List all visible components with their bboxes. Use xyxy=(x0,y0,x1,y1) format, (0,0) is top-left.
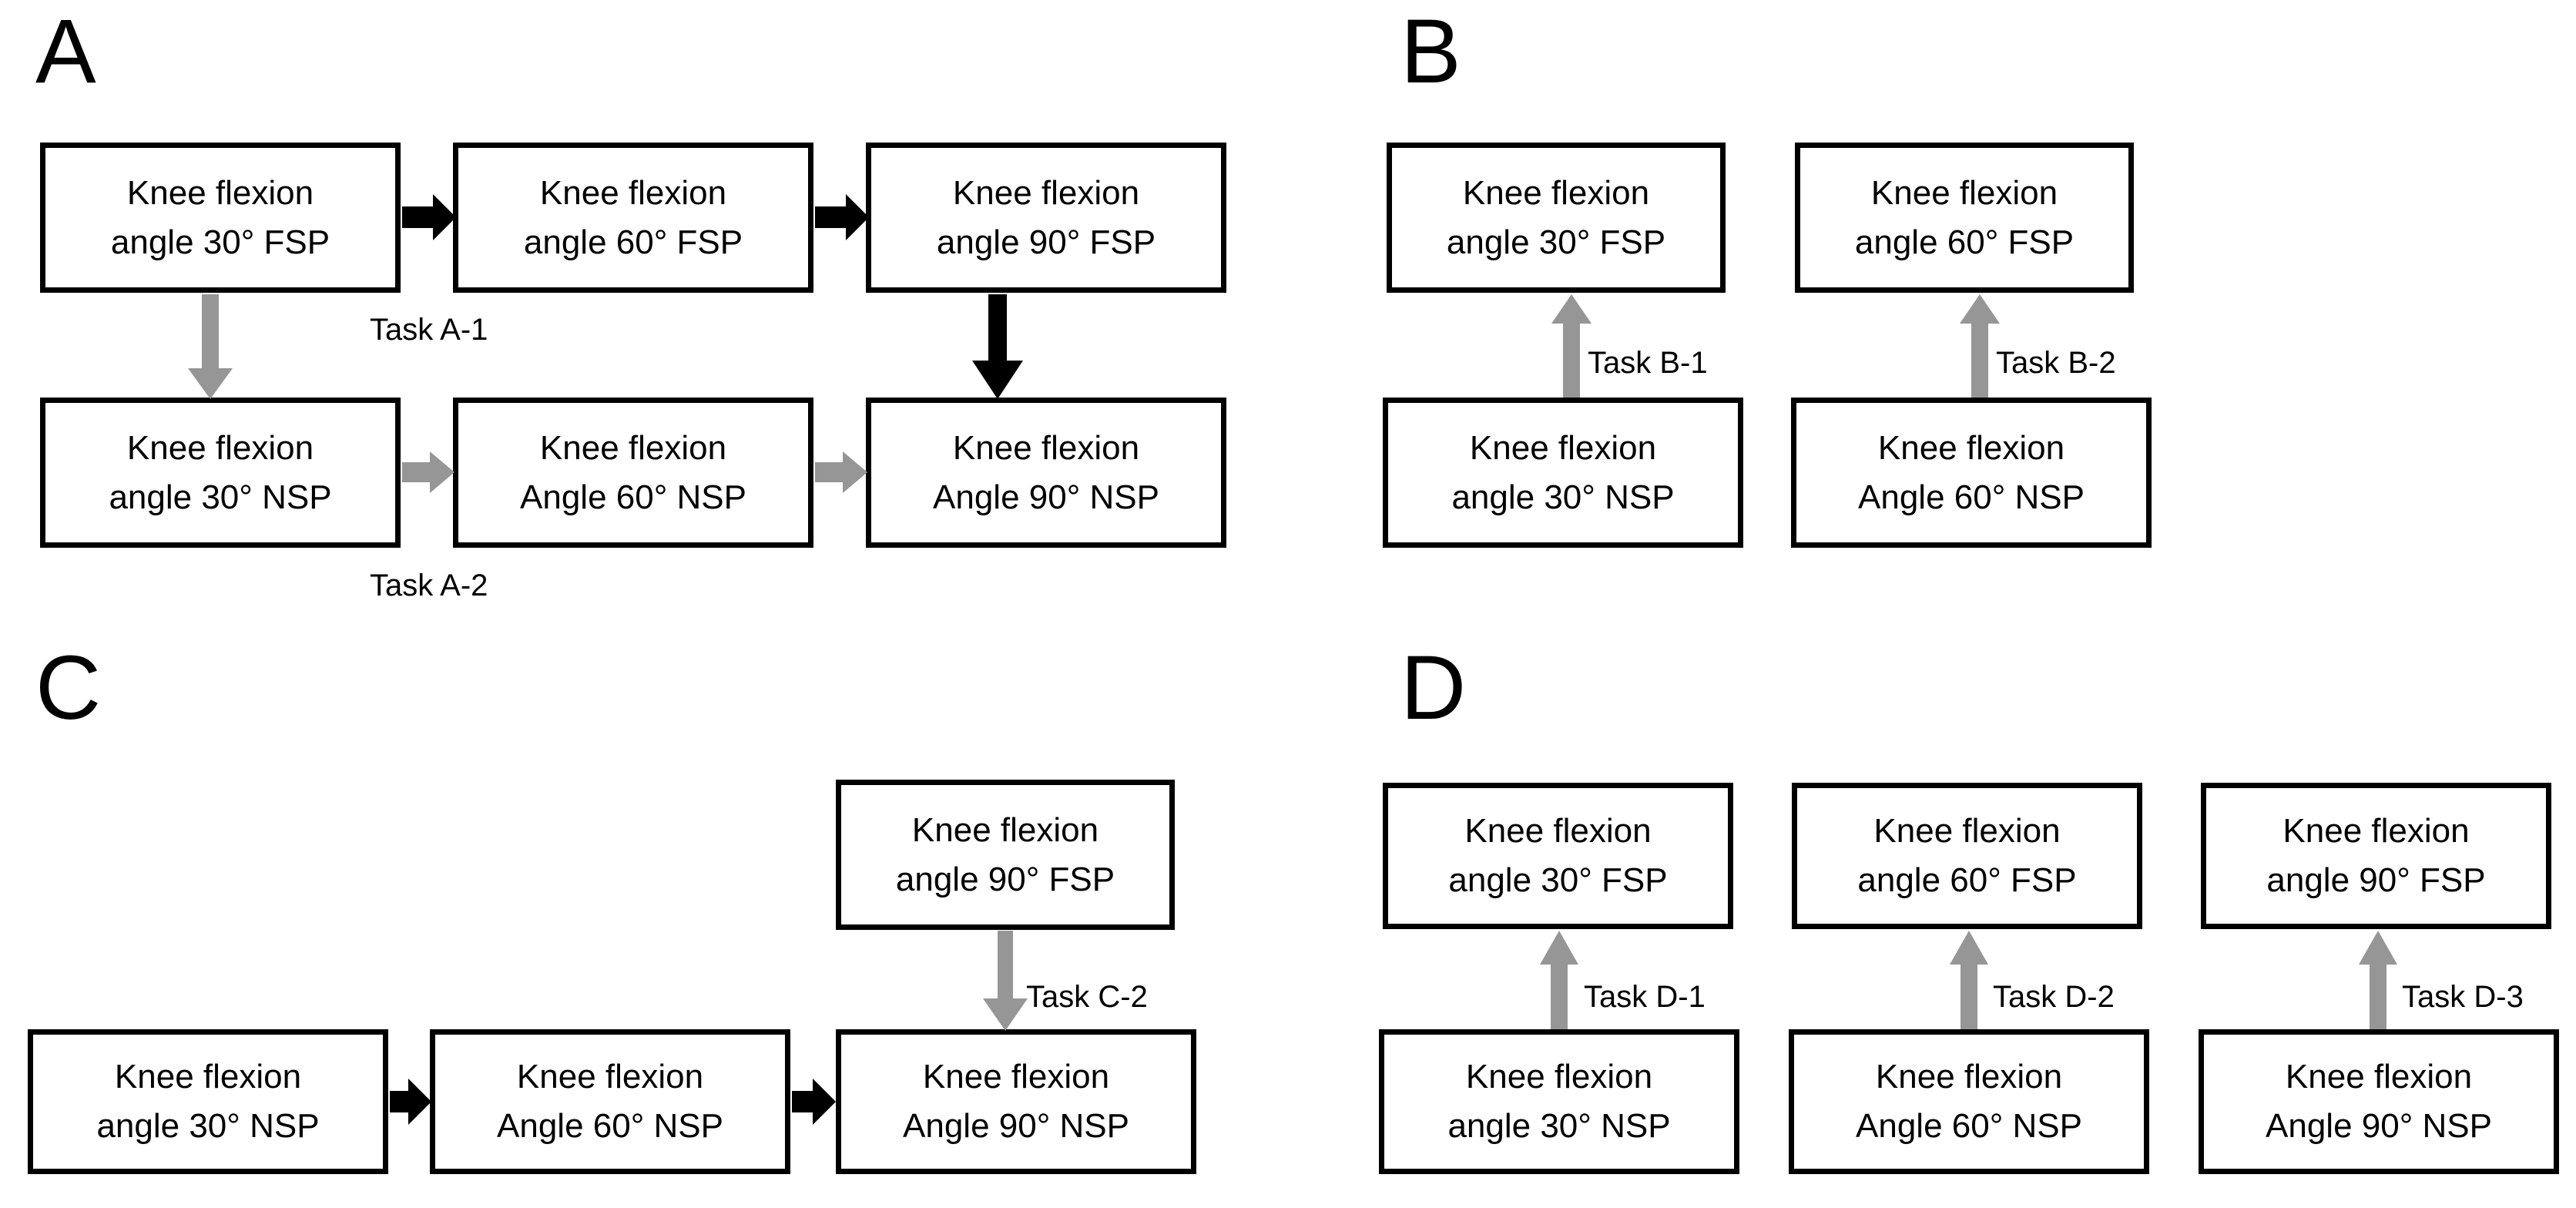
node-c-nsp-30: Knee flexion angle 30° NSP xyxy=(28,1029,388,1174)
node-a-fsp-60: Knee flexion angle 60° FSP xyxy=(453,143,813,293)
arrow-a-fsp30-to-fsp60 xyxy=(402,194,456,240)
node-d-fsp-60: Knee flexion angle 60° FSP xyxy=(1792,783,2142,929)
node-line-2: angle 30° FSP xyxy=(1446,223,1666,261)
node-d-fsp-90: Knee flexion angle 90° FSP xyxy=(2201,783,2551,929)
node-line-1: Knee flexion xyxy=(126,173,314,212)
node-line-1: Knee flexion xyxy=(539,173,727,212)
node-d-nsp-30: Knee flexion angle 30° NSP xyxy=(1379,1029,1739,1174)
node-b-nsp-30: Knee flexion angle 30° NSP xyxy=(1383,398,1743,548)
node-line-2: angle 30° FSP xyxy=(110,223,330,261)
node-c-fsp-90: Knee flexion angle 90° FSP xyxy=(836,780,1175,930)
node-line-2: angle 90° FSP xyxy=(2266,861,2486,899)
node-line-2: angle 30° FSP xyxy=(1448,861,1668,899)
node-line-1: Knee flexion xyxy=(1462,173,1650,212)
node-line-1: Knee flexion xyxy=(1469,428,1657,467)
arrow-a-fsp30-to-nsp30 xyxy=(188,294,233,399)
node-line-2: angle 60° FSP xyxy=(1854,223,2075,261)
node-line-1: Knee flexion xyxy=(1877,428,2065,467)
node-line-1: Knee flexion xyxy=(1464,812,1652,850)
panel-label-b: B xyxy=(1400,1,1461,102)
node-line-2: angle 90° FSP xyxy=(895,860,1115,898)
arrow-b-nsp30-to-fsp30 xyxy=(1551,294,1592,398)
node-a-nsp-60: Knee flexion Angle 60° NSP xyxy=(453,398,813,548)
node-line-1: Knee flexion xyxy=(952,428,1140,467)
node-b-fsp-30: Knee flexion angle 30° FSP xyxy=(1387,143,1726,293)
node-line-2: Angle 60° NSP xyxy=(1856,1107,2082,1145)
arrow-d-nsp90-to-fsp90 xyxy=(2359,931,2397,1029)
node-line-2: Angle 90° NSP xyxy=(2266,1107,2492,1145)
node-line-1: Knee flexion xyxy=(126,428,314,467)
node-line-1: Knee flexion xyxy=(922,1058,1110,1096)
node-line-1: Knee flexion xyxy=(952,173,1140,212)
panel-label-a: A xyxy=(35,1,96,102)
node-line-2: Angle 60° NSP xyxy=(520,478,746,516)
task-label-d-3: Task D-3 xyxy=(2402,980,2524,1014)
node-line-1: Knee flexion xyxy=(1875,1058,2063,1096)
arrow-c-nsp30-to-nsp60 xyxy=(390,1079,431,1125)
node-line-2: Angle 60° NSP xyxy=(497,1107,723,1145)
node-a-nsp-30: Knee flexion angle 30° NSP xyxy=(40,398,401,548)
node-c-nsp-60: Knee flexion Angle 60° NSP xyxy=(430,1029,790,1174)
task-label-c-2: Task C-2 xyxy=(1026,980,1148,1014)
node-b-fsp-60: Knee flexion angle 60° FSP xyxy=(1795,143,2134,293)
node-line-2: angle 30° NSP xyxy=(1451,478,1675,516)
node-line-1: Knee flexion xyxy=(2285,1058,2473,1096)
node-line-1: Knee flexion xyxy=(1465,1058,1653,1096)
arrow-d-nsp60-to-fsp60 xyxy=(1950,931,1988,1029)
node-line-2: Angle 90° NSP xyxy=(903,1107,1129,1145)
node-line-2: Angle 90° NSP xyxy=(933,478,1159,516)
node-line-2: angle 90° FSP xyxy=(936,223,1156,261)
node-line-2: angle 30° NSP xyxy=(109,478,332,516)
node-a-nsp-90: Knee flexion Angle 90° NSP xyxy=(866,398,1226,548)
node-c-nsp-90: Knee flexion Angle 90° NSP xyxy=(836,1029,1196,1174)
task-label-b-2: Task B-2 xyxy=(1996,346,2116,380)
arrow-d-nsp30-to-fsp30 xyxy=(1540,931,1578,1029)
node-d-fsp-30: Knee flexion angle 30° FSP xyxy=(1383,783,1733,929)
node-line-1: Knee flexion xyxy=(2283,812,2470,850)
node-line-1: Knee flexion xyxy=(516,1058,704,1096)
node-d-nsp-60: Knee flexion Angle 60° NSP xyxy=(1789,1029,2149,1174)
node-line-1: Knee flexion xyxy=(114,1058,302,1096)
node-line-2: angle 60° FSP xyxy=(1857,861,2077,899)
panel-label-d: D xyxy=(1400,637,1467,739)
task-label-a-2: Task A-2 xyxy=(370,569,488,602)
task-label-a-1: Task A-1 xyxy=(370,313,488,347)
node-b-nsp-60: Knee flexion Angle 60° NSP xyxy=(1791,398,2152,548)
arrow-b-nsp60-to-fsp60 xyxy=(1960,294,2000,398)
task-label-d-2: Task D-2 xyxy=(1993,980,2115,1014)
node-line-2: angle 60° FSP xyxy=(523,223,743,261)
node-d-nsp-90: Knee flexion Angle 90° NSP xyxy=(2199,1029,2559,1174)
node-line-1: Knee flexion xyxy=(1870,173,2058,212)
node-a-fsp-90: Knee flexion angle 90° FSP xyxy=(866,143,1226,293)
panel-label-c: C xyxy=(35,637,102,739)
task-label-d-1: Task D-1 xyxy=(1584,980,1706,1014)
arrow-c-fsp90-to-nsp90 xyxy=(983,931,1028,1031)
arrow-a-fsp60-to-fsp90 xyxy=(815,194,869,240)
node-line-2: angle 30° NSP xyxy=(1447,1107,1671,1145)
node-a-fsp-30: Knee flexion angle 30° FSP xyxy=(40,143,401,293)
arrow-a-nsp60-to-nsp90 xyxy=(815,451,867,493)
node-line-2: angle 30° NSP xyxy=(96,1107,320,1145)
arrow-a-nsp30-to-nsp60 xyxy=(402,451,454,493)
arrow-a-fsp90-to-nsp90 xyxy=(972,294,1023,399)
node-line-1: Knee flexion xyxy=(1873,812,2061,850)
node-line-1: Knee flexion xyxy=(539,428,727,467)
arrow-c-nsp60-to-nsp90 xyxy=(792,1079,836,1125)
task-label-b-1: Task B-1 xyxy=(1588,346,1708,380)
node-line-1: Knee flexion xyxy=(911,810,1099,849)
node-line-2: Angle 60° NSP xyxy=(1858,478,2085,516)
